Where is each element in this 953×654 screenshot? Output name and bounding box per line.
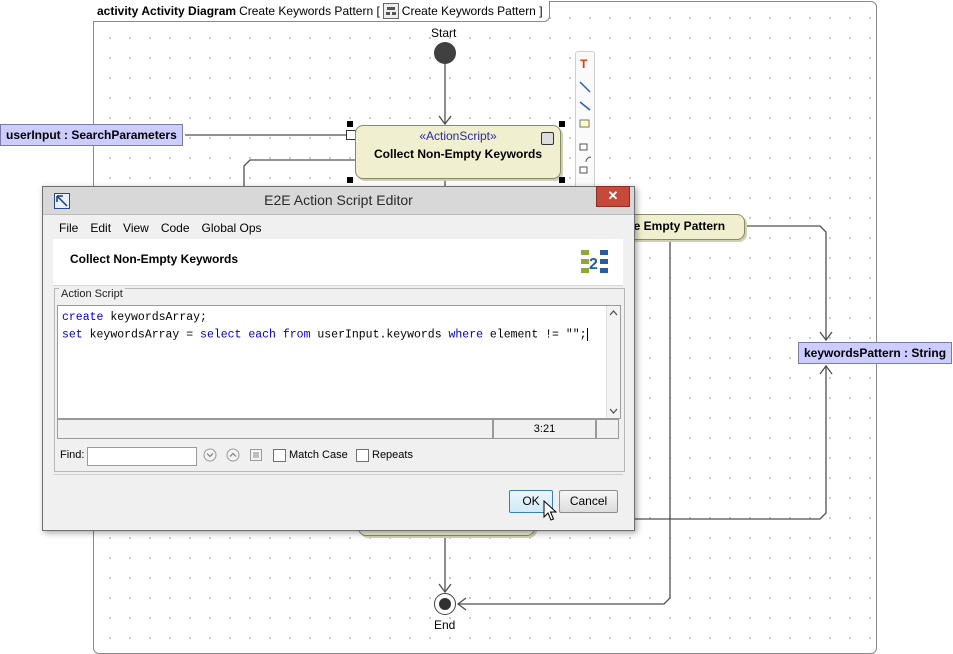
match-case-checkbox[interactable]: [273, 449, 286, 462]
end-label: End: [434, 618, 455, 632]
cancel-button[interactable]: Cancel: [559, 490, 618, 513]
selection-handle[interactable]: [347, 177, 353, 183]
dialog-divider: [53, 474, 623, 475]
code-text: userInput.keywords: [310, 329, 448, 342]
logo-text: E2E: [609, 249, 610, 250]
code-keyword: set: [62, 329, 83, 342]
menu-global-ops[interactable]: Global Ops: [196, 217, 268, 239]
input-pin-userinput[interactable]: userInput : SearchParameters: [0, 124, 183, 146]
selection-handle[interactable]: [347, 121, 353, 127]
start-label: Start: [431, 26, 456, 40]
code-line-2: set keywordsArray = select each from use…: [62, 328, 588, 342]
dialog-titlebar[interactable]: E2E Action Script Editor ✕: [43, 187, 634, 215]
status-extra: [596, 419, 619, 439]
action-collect-keywords[interactable]: «ActionScript» Collect Non-Empty Keyword…: [355, 125, 561, 179]
action-name: Collect Non-Empty Keywords: [356, 147, 560, 161]
find-input[interactable]: [87, 447, 197, 466]
status-message: [57, 419, 493, 439]
find-label: Find:: [60, 449, 84, 461]
code-line-1: create keywordsArray;: [62, 311, 207, 324]
code-text: element != "";: [483, 329, 587, 342]
code-text: keywordsArray;: [103, 311, 207, 324]
output-pin-keywordspattern[interactable]: keywordsPattern : String: [798, 342, 952, 364]
repeats-label: Repeats: [372, 449, 413, 461]
editor-status-bar: 3:21: [57, 419, 619, 439]
svg-text:2: 2: [589, 256, 598, 273]
selection-handle[interactable]: [559, 121, 565, 127]
match-case-label: Match Case: [289, 449, 348, 461]
dialog-header-panel: Collect Non-Empty Keywords 2 E2E: [53, 239, 623, 286]
text-cursor: [587, 328, 588, 341]
action-name: ate Empty Pattern: [623, 219, 725, 233]
find-all-icon[interactable]: [249, 448, 263, 462]
mouse-pointer-icon: [543, 500, 557, 522]
action-script-section: Action Script create keywordsArray; set …: [54, 288, 625, 472]
selection-handle[interactable]: [559, 177, 565, 183]
menu-bar: FileEditViewCodeGlobal Ops: [53, 217, 623, 239]
start-node[interactable]: [434, 42, 456, 64]
end-node[interactable]: [434, 593, 456, 615]
menu-code[interactable]: Code: [155, 217, 196, 239]
action-stereotype: «ActionScript»: [356, 129, 560, 143]
gear-icon[interactable]: [541, 132, 554, 145]
menu-file[interactable]: File: [53, 217, 84, 239]
find-previous-icon[interactable]: [226, 448, 240, 462]
editor-action-name: Collect Non-Empty Keywords: [70, 252, 238, 266]
find-bar: Find: Match Case Repeats: [57, 445, 619, 467]
code-keyword: where: [449, 329, 484, 342]
svg-text:T: T: [580, 57, 588, 71]
code-keyword: create: [62, 311, 103, 324]
e2e-logo: 2 E2E: [581, 249, 609, 275]
menu-view[interactable]: View: [117, 217, 155, 239]
dialog-title: E2E Action Script Editor: [43, 187, 634, 214]
find-next-icon[interactable]: [203, 448, 217, 462]
code-text: keywordsArray =: [83, 329, 200, 342]
close-icon[interactable]: ✕: [596, 186, 630, 207]
repeats-checkbox[interactable]: [356, 449, 369, 462]
section-label: Action Script: [59, 288, 125, 300]
vertical-scrollbar[interactable]: [606, 306, 620, 418]
cursor-position: 3:21: [493, 419, 596, 439]
script-code-editor[interactable]: create keywordsArray; set keywordsArray …: [57, 305, 621, 419]
menu-edit[interactable]: Edit: [84, 217, 117, 239]
action-script-editor-dialog: E2E Action Script Editor ✕ FileEditViewC…: [42, 186, 635, 531]
smart-manipulator-toolbar: T: [575, 51, 595, 189]
code-keyword: select each from: [200, 329, 310, 342]
